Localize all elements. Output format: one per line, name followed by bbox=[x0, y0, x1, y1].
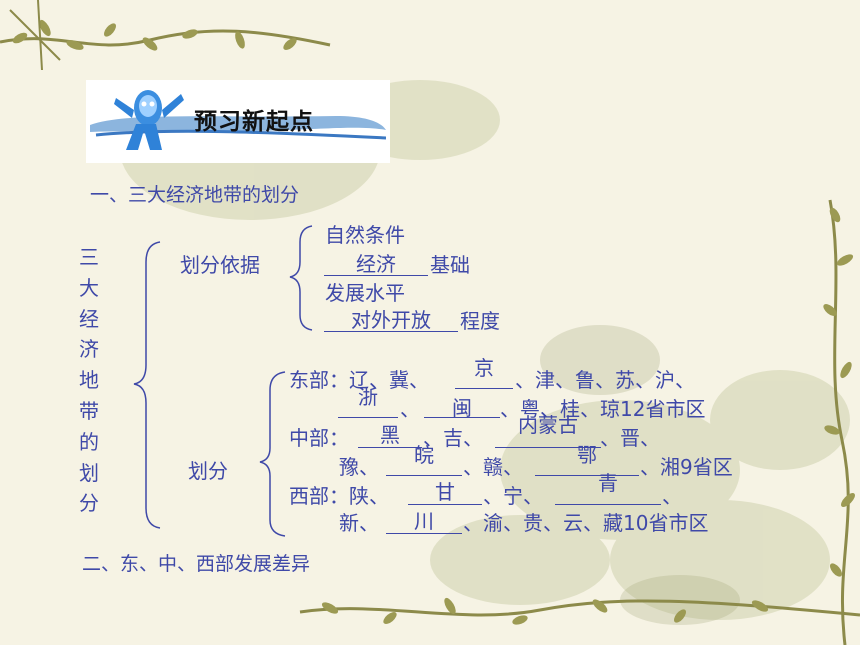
vertical-char: 分 bbox=[79, 491, 99, 516]
west-line-2-prefix: 新、 bbox=[339, 511, 379, 535]
answer-blank: 经济 bbox=[356, 252, 396, 276]
answer-blank: 甘 bbox=[435, 480, 455, 504]
underline bbox=[324, 331, 458, 332]
separator: 、 bbox=[662, 484, 682, 508]
mascot-icon bbox=[90, 90, 386, 150]
underline bbox=[408, 504, 482, 505]
section-heading-2: 二、东、中、西部发展差异 bbox=[82, 553, 311, 575]
vertical-char: 经 bbox=[79, 306, 99, 331]
banner-title: 预习新起点 bbox=[194, 109, 314, 135]
vertical-char: 的 bbox=[79, 429, 99, 454]
division-label: 划分 bbox=[188, 459, 228, 483]
underline bbox=[535, 475, 639, 476]
vertical-char: 大 bbox=[79, 275, 99, 300]
east-prefix: 东部：辽、冀、 bbox=[289, 368, 429, 392]
west-tail: 、渝、贵、云、藏10省市区 bbox=[463, 511, 709, 535]
basis-line-4-suffix: 程度 bbox=[460, 309, 500, 333]
separator: 、 bbox=[400, 397, 420, 421]
underline bbox=[386, 475, 462, 476]
west-mid: 、宁、 bbox=[483, 484, 543, 508]
east-mid: 、津、鲁、苏、沪、 bbox=[515, 368, 695, 392]
basis-line-1: 自然条件 bbox=[325, 223, 405, 247]
answer-blank: 川 bbox=[414, 509, 434, 533]
vertical-char: 带 bbox=[79, 398, 99, 423]
answer-blank: 闽 bbox=[452, 396, 472, 420]
central-mid: 、吉、 bbox=[423, 426, 483, 450]
underline bbox=[455, 388, 513, 389]
basis-label: 划分依据 bbox=[180, 253, 260, 277]
answer-blank: 鄂 bbox=[577, 443, 597, 467]
central-mid-3: 、赣、 bbox=[463, 455, 523, 479]
vertical-label: 三 大 经 济 地 带 的 划 分 bbox=[78, 242, 100, 519]
underline bbox=[338, 417, 398, 418]
vertical-char: 济 bbox=[79, 337, 99, 362]
answer-blank: 黑 bbox=[380, 423, 400, 447]
central-line-2-prefix: 豫、 bbox=[339, 455, 379, 479]
underline bbox=[324, 275, 428, 276]
section-heading-1: 一、三大经济地带的划分 bbox=[90, 184, 300, 206]
vertical-char: 地 bbox=[79, 368, 99, 393]
underline bbox=[424, 417, 500, 418]
answer-blank: 京 bbox=[474, 356, 494, 380]
vertical-char: 三 bbox=[79, 245, 99, 269]
banner: 预习新起点 bbox=[86, 80, 390, 163]
basis-line-2-suffix: 基础 bbox=[430, 253, 470, 277]
vertical-char: 划 bbox=[79, 460, 99, 485]
answer-blank: 皖 bbox=[414, 443, 434, 467]
west-prefix: 西部：陕、 bbox=[289, 484, 389, 508]
central-tail: 、湘9省区 bbox=[640, 455, 733, 479]
answer-blank: 青 bbox=[598, 471, 618, 495]
answer-blank: 浙 bbox=[358, 385, 378, 409]
east-tail: 、粤、桂、琼12省市区 bbox=[500, 397, 706, 421]
answer-blank: 内蒙古 bbox=[518, 413, 578, 437]
answer-blank: 对外开放 bbox=[351, 308, 431, 332]
central-prefix: 中部： bbox=[289, 426, 349, 450]
basis-line-3: 发展水平 bbox=[325, 281, 405, 305]
underline bbox=[358, 447, 422, 448]
central-mid-2: 、晋、 bbox=[600, 426, 660, 450]
underline bbox=[495, 447, 601, 448]
underline bbox=[555, 504, 661, 505]
underline bbox=[386, 533, 462, 534]
